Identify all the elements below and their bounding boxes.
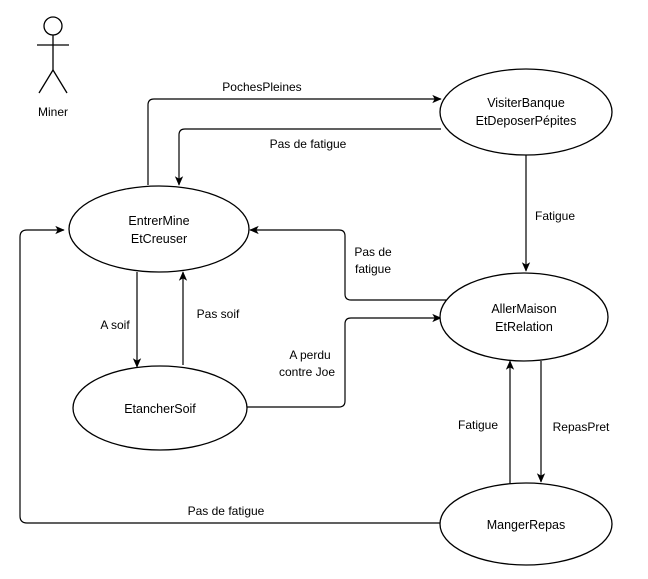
state-manger-repas-label: MangerRepas (487, 518, 566, 532)
state-etancher-soif[interactable]: EtancherSoif (72, 365, 248, 451)
state-entrer-mine-line2: EtCreuser (131, 232, 187, 246)
state-manger-repas-shape[interactable] (439, 482, 613, 566)
state-visiter-banque[interactable]: VisiterBanque EtDeposerPépites (439, 68, 613, 156)
label-fatigue-banque: Fatigue (535, 209, 575, 223)
label-a-perdu-2: contre Joe (279, 365, 335, 379)
label-a-perdu-1: A perdu (289, 348, 330, 362)
state-etancher-soif-label: EtancherSoif (124, 402, 196, 416)
label-poches-pleines: PochesPleines (222, 80, 301, 94)
state-etancher-soif-shape[interactable] (72, 365, 248, 451)
actor-right-leg (52, 69, 68, 94)
transitions (19, 94, 546, 524)
state-visiter-banque-line1: VisiterBanque (487, 96, 565, 110)
edge-a-perdu-contre-joe (247, 313, 442, 408)
label-pas-de-fatigue-maison-2: fatigue (355, 262, 391, 276)
state-entrer-mine-shape[interactable] (68, 185, 250, 273)
state-aller-maison-shape[interactable] (439, 272, 609, 362)
actor-miner: Miner (37, 16, 69, 119)
state-visiter-banque-line2: EtDeposerPépites (476, 114, 577, 128)
state-aller-maison-line1: AllerMaison (491, 302, 556, 316)
state-visiter-banque-shape[interactable] (439, 68, 613, 156)
label-pas-de-fatigue-banque: Pas de fatigue (270, 137, 347, 151)
state-aller-maison-line2: EtRelation (495, 320, 553, 334)
edge-pas-de-fatigue-banque (174, 128, 441, 186)
edge-pas-de-fatigue-repas (19, 225, 441, 524)
label-pas-de-fatigue-repas: Pas de fatigue (188, 504, 265, 518)
state-entrer-mine-line1: EntrerMine (128, 214, 189, 228)
actor-left-leg (38, 69, 54, 94)
actor-head (43, 16, 63, 36)
actor-label: Miner (38, 105, 68, 119)
label-pas-soif: Pas soif (197, 307, 240, 321)
state-manger-repas[interactable]: MangerRepas (439, 482, 613, 566)
state-entrer-mine[interactable]: EntrerMine EtCreuser (68, 185, 250, 273)
edge-poches-pleines (147, 94, 442, 185)
state-aller-maison[interactable]: AllerMaison EtRelation (439, 272, 609, 362)
transition-labels: PochesPleines Pas de fatigue Fatigue Pas… (100, 80, 610, 518)
label-a-soif: A soif (100, 318, 130, 332)
label-pas-de-fatigue-maison-1: Pas de (354, 245, 392, 259)
label-repas-pret: RepasPret (553, 420, 610, 434)
label-fatigue-repas: Fatigue (458, 418, 498, 432)
edge-pas-de-fatigue-maison (249, 225, 446, 301)
